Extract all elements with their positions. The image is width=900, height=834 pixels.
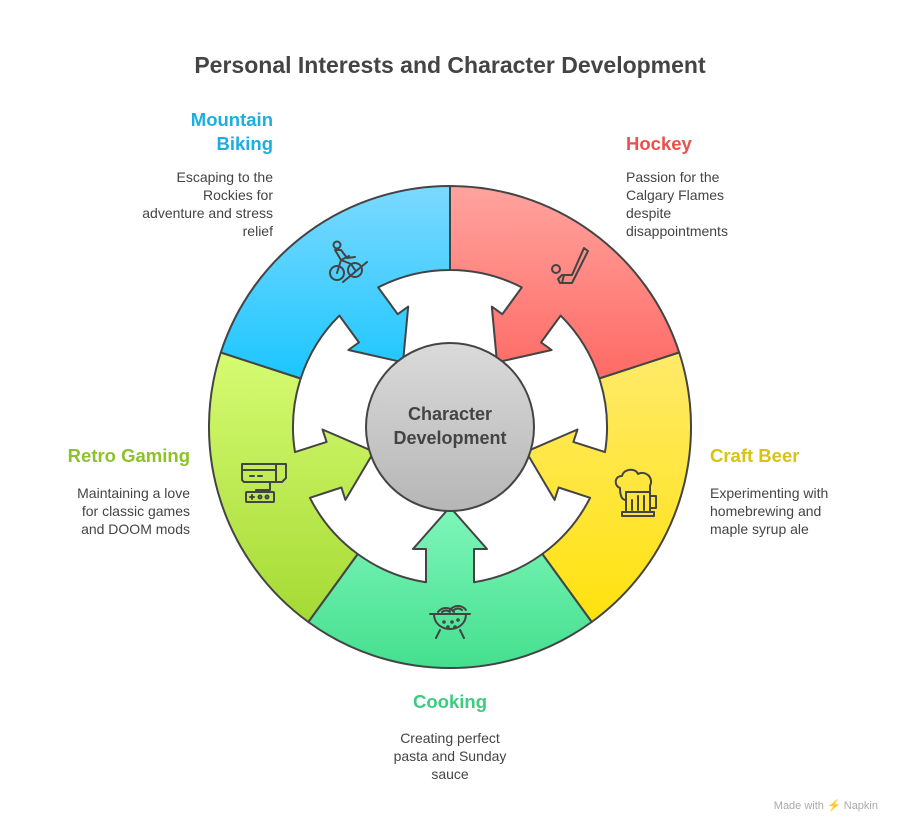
cooking-title: Cooking	[413, 691, 487, 712]
game-console-icon	[241, 463, 287, 503]
segment-cooking	[307, 506, 593, 670]
napkin-footer: Made with ⚡ Napkin	[773, 800, 878, 812]
center-label-line2: Development	[393, 428, 506, 448]
craft-beer-title: Craft Beer	[710, 445, 800, 466]
page-title: Personal Interests and Character Develop…	[194, 52, 706, 78]
center-label-line1: Character	[408, 404, 492, 424]
napkin-logo-icon: ⚡	[826, 800, 841, 812]
segment-mountain-biking	[219, 185, 451, 380]
hockey-title: Hockey	[626, 133, 692, 154]
pasta-pot-icon	[429, 605, 471, 639]
beer-mug-icon	[614, 468, 657, 517]
retro-gaming-title: Retro Gaming	[67, 445, 190, 466]
center-circle	[365, 342, 535, 512]
mountain-bike-icon	[329, 240, 368, 283]
hockey-stick-icon	[551, 247, 589, 284]
